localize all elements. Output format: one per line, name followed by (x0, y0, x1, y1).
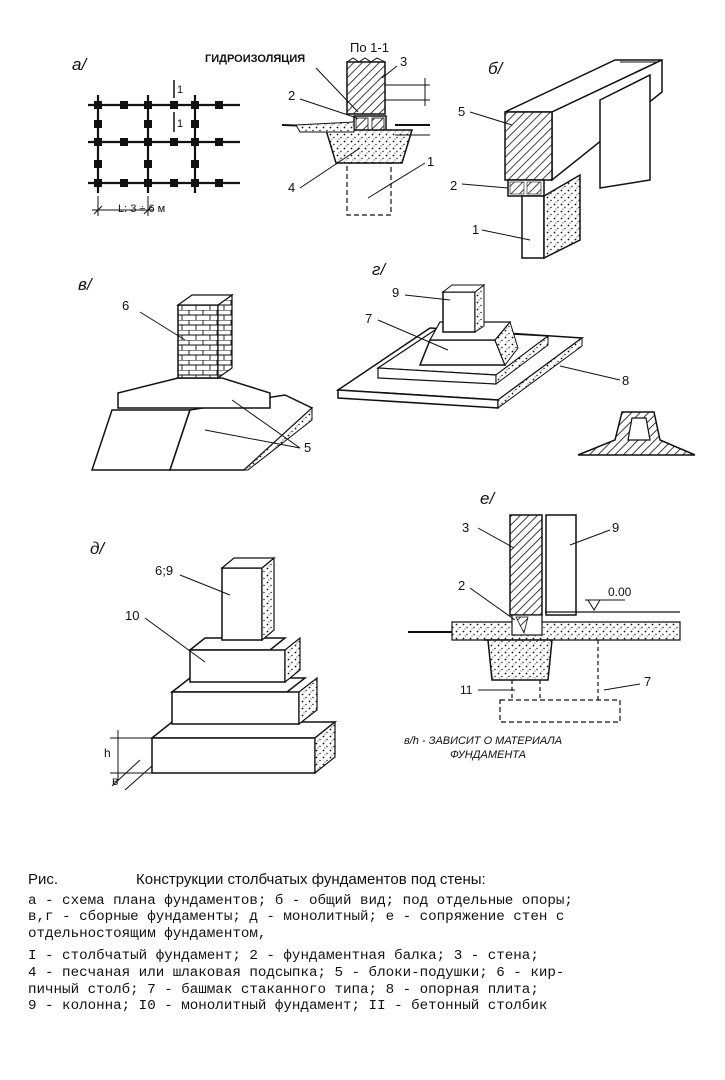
dim-b: в (112, 774, 118, 788)
panel-v-prefab: в/ 6 5 (78, 275, 314, 471)
label-7-g: 7 (365, 311, 372, 326)
panel-a-plan: а/ 1 1 L: 3 ÷ 6 м (72, 55, 240, 216)
span-label: L: 3 ÷ 6 м (118, 203, 165, 215)
label-2: 2 (288, 88, 295, 103)
cut-mark-bottom: 1 (177, 118, 183, 130)
section-1-1: ГИДРОИЗОЛЯЦИЯ По 1-1 3 2 4 1 (205, 40, 434, 216)
wall (346, 61, 386, 115)
label-9-e: 9 (612, 520, 619, 535)
label-1: 1 (427, 154, 434, 169)
label-1-b: 1 (472, 222, 479, 237)
caption-line: а - схема плана фундаментов; б - общий в… (28, 892, 573, 909)
cut-mark-top: 1 (177, 84, 183, 96)
legend-line: 9 - колонна; I0 - монолитный фундамент; … (28, 998, 548, 1015)
label-4: 4 (288, 180, 295, 195)
caption-ris: Рис. (28, 871, 59, 888)
label-3-e: 3 (462, 520, 469, 535)
label-10: 10 (125, 608, 139, 623)
level-mark: 0.00 (608, 585, 632, 599)
panel-label-e: е/ (480, 489, 496, 508)
figure-caption: Рис. Конструкции столбчатых фундаментов п… (28, 871, 708, 1015)
label-7-e: 7 (644, 674, 651, 689)
label-9-g: 9 (392, 285, 399, 300)
panel-label-v: в/ (78, 275, 94, 294)
panel-d-monolithic: д/ 6;9 10 h в (90, 539, 338, 791)
panel-label-b: б/ (488, 59, 505, 78)
foundation-diagram: а/ 1 1 L: 3 ÷ 6 м ГИДР (72, 40, 696, 791)
panel-b-view: б/ 5 2 1 (450, 58, 663, 260)
label-3: 3 (400, 54, 407, 69)
caption-title-row: Рис. Конструкции столбчатых фундаментов п… (28, 871, 708, 889)
legend-line: пичный столб; 7 - башмак стаканного типа… (28, 981, 539, 998)
panel-label-a: а/ (72, 55, 88, 74)
legend-line: I - столбчатый фундамент; 2 - фундаментн… (28, 948, 539, 965)
panel-label-g: г/ (372, 260, 387, 279)
label-2-b: 2 (450, 178, 457, 193)
label-8: 8 (622, 373, 629, 388)
panel-label-d: д/ (90, 539, 106, 558)
label-2-e: 2 (458, 578, 465, 593)
label-11: 11 (460, 683, 473, 697)
section-label: По 1-1 (350, 40, 389, 55)
dim-h: h (104, 746, 111, 760)
legend-line: 4 - песчаная или шлаковая подсыпка; 5 - … (28, 964, 565, 981)
caption-title: Конструкции столбчатых фундаментов под с… (136, 871, 486, 888)
hydro-label: ГИДРОИЗОЛЯЦИЯ (205, 53, 305, 65)
caption-line: отдельностоящим фундаментом, (28, 925, 267, 942)
caption-line: в,г - сборные фундаменты; д - монолитный… (28, 909, 565, 926)
note-line-1: в/h - ЗАВИСИТ О МАТЕРИАЛА (404, 735, 562, 747)
label-5-b: 5 (458, 104, 465, 119)
panel-e-junction: е/ 0.00 3 9 2 11 7 в/h - ЗАВИСИТ (404, 489, 681, 761)
label-5-v: 5 (304, 440, 311, 455)
label-6: 6 (122, 298, 129, 313)
label-6-9: 6;9 (155, 563, 173, 578)
panel-g-socket: г/ 9 7 8 (335, 260, 696, 456)
note-line-2: ФУНДАМЕНТА (450, 749, 526, 761)
